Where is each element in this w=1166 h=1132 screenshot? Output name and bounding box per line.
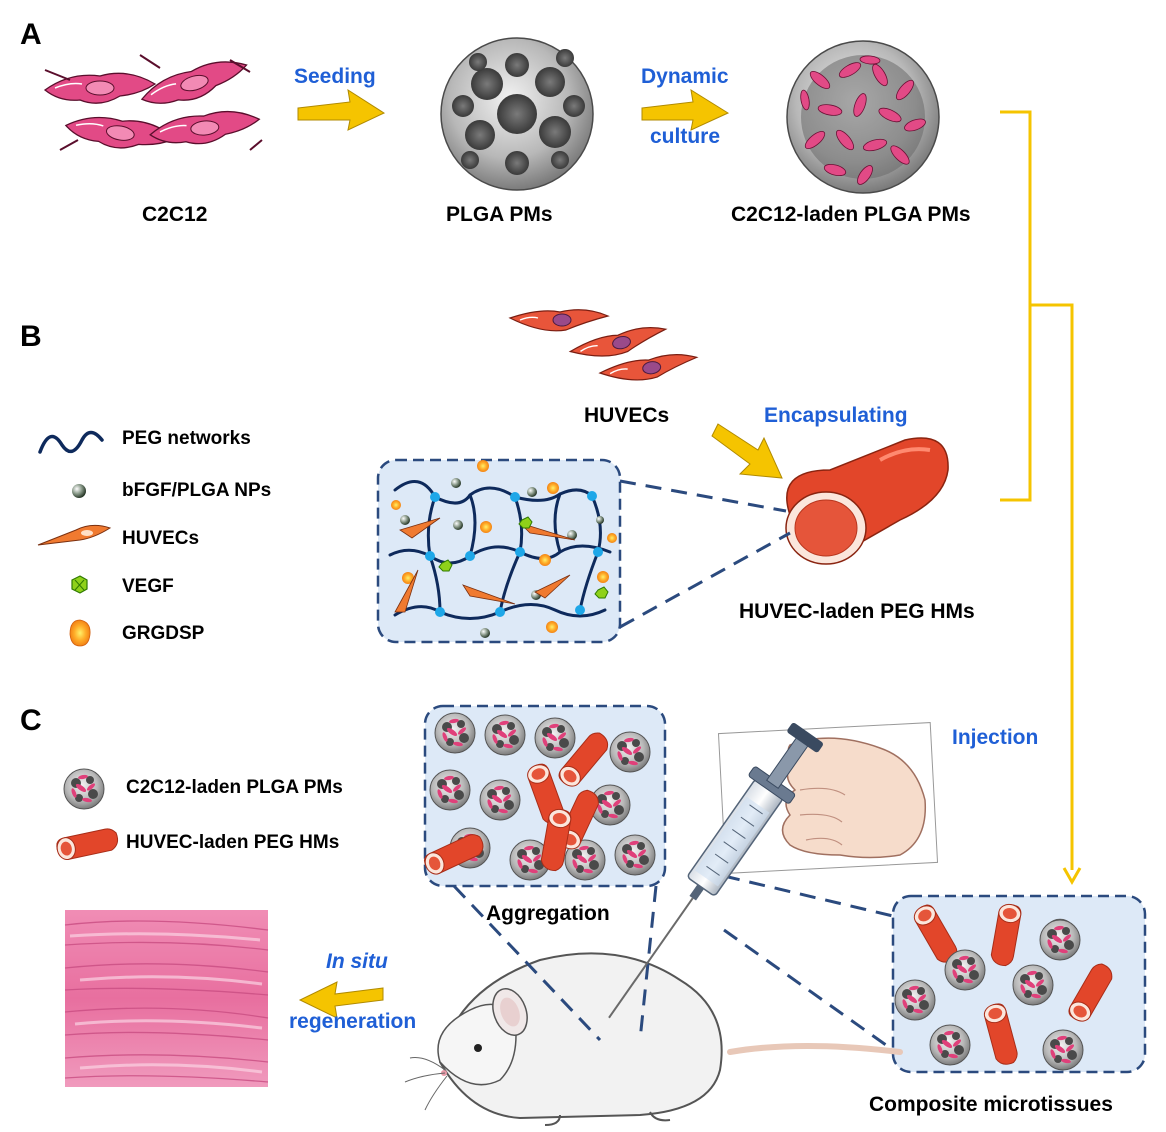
legend-huvecs-label: HUVECs — [122, 528, 200, 549]
pm-legend-icon — [63, 768, 105, 810]
peg-network-icon — [38, 430, 104, 454]
seeding-label: Seeding — [294, 65, 376, 88]
muscle-tissue-icon — [64, 910, 269, 1087]
aggregation-zoom — [421, 704, 667, 888]
injection-label: Injection — [952, 726, 1039, 749]
hydrogel-network-zoom — [376, 458, 622, 644]
laden-pms-caption: C2C12-laden PLGA PMs — [731, 203, 971, 226]
microfiber-icon — [785, 437, 949, 565]
panel-b-label: B — [20, 320, 42, 353]
in-situ-label: In situ — [326, 950, 388, 973]
vegf-icon — [71, 575, 88, 594]
legend-grgdsp-label: GRGDSP — [122, 623, 205, 644]
syringe-icon — [608, 722, 823, 1019]
mouse-icon — [404, 952, 903, 1126]
legend-vegf-label: VEGF — [122, 576, 174, 597]
panel-a-label: A — [20, 18, 42, 51]
regeneration-arrow — [298, 981, 384, 1019]
grgdsp-icon — [69, 619, 91, 647]
dynamic-culture-arrow — [641, 88, 730, 131]
legend-pms-label: C2C12-laden PLGA PMs — [126, 777, 343, 798]
nanoparticle-icon — [72, 484, 86, 498]
endothelial-cell-icon — [509, 309, 700, 387]
dynamic-label: Dynamic — [641, 65, 729, 88]
merge-bracket — [1000, 110, 1082, 886]
porous-microsphere-icon — [440, 37, 594, 191]
aggregation-caption: Aggregation — [486, 902, 610, 925]
cell-laden-microsphere-icon — [786, 40, 940, 194]
encapsulating-arrow — [711, 423, 783, 479]
composite-zoom — [891, 894, 1147, 1074]
huvecs-caption: HUVECs — [584, 404, 670, 427]
huvec-legend-icon — [37, 524, 112, 546]
huvec-hms-caption: HUVEC-laden PEG HMs — [739, 600, 975, 623]
composite-caption: Composite microtissues — [869, 1093, 1113, 1116]
zoom-connector-b — [619, 479, 791, 629]
hm-legend-icon — [54, 826, 121, 862]
zoom-connector-c — [452, 874, 894, 1052]
legend-peg-label: PEG networks — [122, 428, 251, 449]
plga-pms-caption: PLGA PMs — [446, 203, 553, 226]
culture-label: culture — [650, 125, 721, 148]
encapsulating-label: Encapsulating — [764, 404, 908, 427]
hand-icon — [717, 722, 939, 874]
seeding-arrow — [297, 88, 386, 131]
myoblast-cell-icon — [44, 53, 263, 159]
c2c12-caption: C2C12 — [142, 203, 208, 226]
panel-c-label: C — [20, 704, 42, 737]
legend-nps-label: bFGF/PLGA NPs — [122, 480, 272, 501]
regeneration-label: regeneration — [289, 1010, 417, 1033]
legend-hms-label: HUVEC-laden PEG HMs — [126, 832, 340, 853]
